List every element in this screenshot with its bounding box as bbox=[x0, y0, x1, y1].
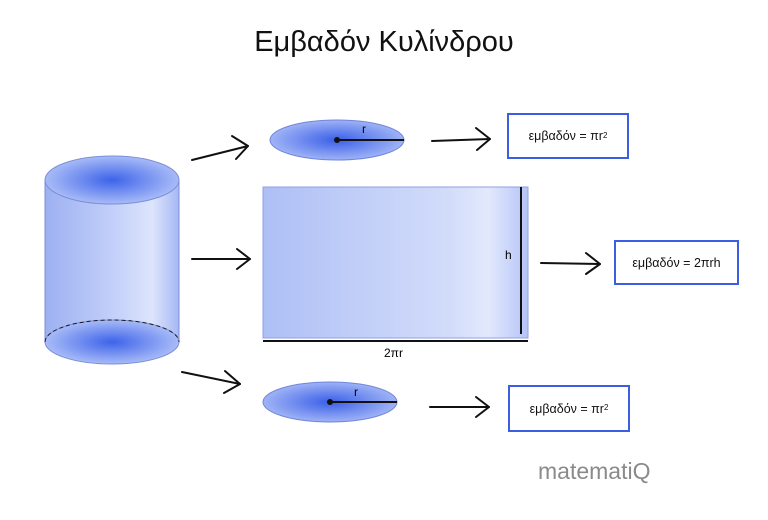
cylinder bbox=[44, 155, 180, 365]
cylinder-body bbox=[45, 180, 179, 342]
lateral-rectangle bbox=[262, 186, 529, 339]
top-area-exponent: 2 bbox=[602, 130, 608, 140]
top-area-formula: εμβαδόν = πr bbox=[528, 129, 603, 143]
cylinder-top-base bbox=[44, 155, 180, 205]
width-label: 2πr bbox=[384, 346, 403, 360]
lateral-area-formula-box: εμβαδόν = 2πrh bbox=[614, 240, 739, 285]
arrow-to-top-formula bbox=[431, 127, 491, 151]
bottom-disc: r bbox=[262, 381, 398, 423]
top-disc-center bbox=[334, 137, 340, 143]
lateral-area-formula: εμβαδόν = 2πrh bbox=[632, 255, 721, 270]
arrow-to-bottom-disc bbox=[181, 370, 241, 394]
arrow-to-top-disc bbox=[191, 135, 249, 161]
cylinder-hidden-edge bbox=[44, 319, 180, 343]
bottom-disc-center bbox=[327, 399, 333, 405]
height-label: h bbox=[505, 248, 512, 262]
page-title: Εμβαδόν Κυλίνδρου bbox=[254, 26, 514, 58]
bottom-area-formula: εμβαδόν = πr bbox=[529, 401, 604, 416]
arrow-to-bottom-formula bbox=[429, 396, 490, 418]
lateral-surface: h 2πr bbox=[262, 186, 529, 360]
arrow-to-lateral-surface bbox=[191, 248, 251, 270]
top-radius-label: r bbox=[362, 122, 366, 136]
top-disc: r bbox=[269, 119, 405, 161]
arrow-to-lateral-formula bbox=[540, 252, 601, 275]
bottom-radius-label: r bbox=[354, 385, 358, 399]
brand-logo-text: matematiQ bbox=[538, 458, 651, 484]
bottom-area-exponent: 2 bbox=[603, 403, 609, 412]
